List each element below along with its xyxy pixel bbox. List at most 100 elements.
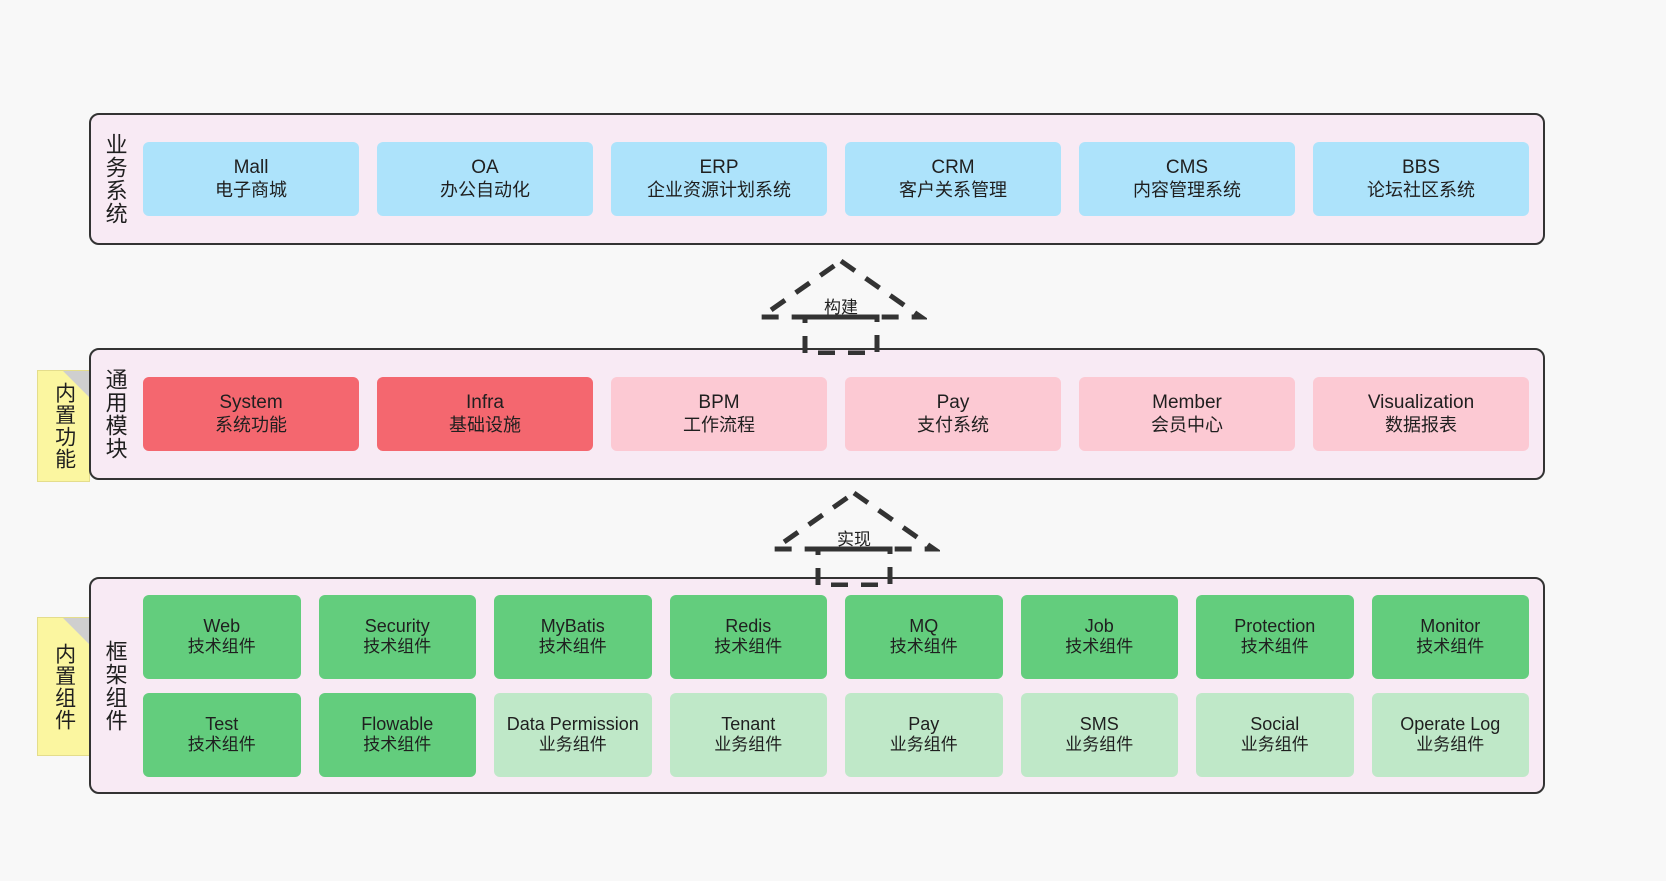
card-visualization[interactable]: Visualization 数据报表 [1313, 377, 1529, 451]
card-mq-desc: 技术组件 [889, 637, 958, 657]
card-bbs-desc: 论坛社区系统 [1367, 179, 1475, 200]
card-system-name: System [219, 391, 283, 413]
card-erp[interactable]: ERP 企业资源计划系统 [611, 142, 827, 216]
arrow-build-icon [753, 257, 929, 356]
card-flowable[interactable]: Flowable 技术组件 [318, 692, 476, 777]
card-flowable-desc: 技术组件 [363, 735, 432, 755]
card-mq[interactable]: MQ 技术组件 [845, 594, 1003, 679]
card-cms-name: CMS [1165, 156, 1209, 178]
card-member-desc: 会员中心 [1151, 414, 1223, 435]
card-pay-module-desc: 支付系统 [917, 414, 989, 435]
card-mybatis[interactable]: MyBatis 技术组件 [494, 594, 652, 679]
common-row-1: System 系统功能 Infra 基础设施 BPM 工作流程 Pay 支付系统… [143, 377, 1529, 451]
card-member[interactable]: Member 会员中心 [1079, 377, 1295, 451]
card-pay-component-desc: 业务组件 [889, 735, 958, 755]
card-bpm-name: BPM [698, 391, 740, 413]
card-redis[interactable]: Redis 技术组件 [669, 594, 827, 679]
card-operate-log-desc: 业务组件 [1416, 735, 1485, 755]
layer-business-systems: 业务系统 Mall 电子商城 OA 办公自动化 ERP 企业资源计划系统 CRM… [89, 113, 1545, 245]
card-tenant-desc: 业务组件 [714, 735, 783, 755]
card-redis-desc: 技术组件 [714, 637, 783, 657]
card-job[interactable]: Job 技术组件 [1020, 594, 1178, 679]
card-pay-module[interactable]: Pay 支付系统 [845, 377, 1061, 451]
card-protection[interactable]: Protection 技术组件 [1196, 594, 1354, 679]
card-security-desc: 技术组件 [363, 637, 432, 657]
card-social[interactable]: Social 业务组件 [1196, 692, 1354, 777]
card-test[interactable]: Test 技术组件 [143, 692, 301, 777]
card-tenant-name: Tenant [721, 713, 776, 734]
card-cms-desc: 内容管理系统 [1133, 179, 1241, 200]
layer-business-systems-body: Mall 电子商城 OA 办公自动化 ERP 企业资源计划系统 CRM 客户关系… [139, 115, 1543, 243]
card-erp-desc: 企业资源计划系统 [647, 179, 791, 200]
card-social-desc: 业务组件 [1240, 735, 1309, 755]
card-web[interactable]: Web 技术组件 [143, 594, 301, 679]
card-crm[interactable]: CRM 客户关系管理 [845, 142, 1061, 216]
card-test-name: Test [205, 713, 239, 734]
card-data-permission-name: Data Permission [506, 713, 639, 734]
card-bbs-name: BBS [1401, 156, 1441, 178]
card-redis-name: Redis [725, 615, 772, 636]
card-erp-name: ERP [699, 156, 739, 178]
layer-framework-components: 框架组件 Web 技术组件 Security 技术组件 MyBatis 技术组件… [89, 577, 1545, 794]
sticky-note-builtin-components: 内置组件 [37, 617, 90, 756]
card-test-desc: 技术组件 [187, 735, 256, 755]
card-operate-log-name: Operate Log [1400, 713, 1501, 734]
arrow-implement-icon [766, 489, 942, 588]
card-visualization-desc: 数据报表 [1385, 414, 1457, 435]
card-mall[interactable]: Mall 电子商城 [143, 142, 359, 216]
card-flowable-name: Flowable [361, 713, 434, 734]
card-operate-log[interactable]: Operate Log 业务组件 [1371, 692, 1529, 777]
card-data-permission-desc: 业务组件 [538, 735, 607, 755]
card-sms[interactable]: SMS 业务组件 [1020, 692, 1178, 777]
card-system-desc: 系统功能 [215, 414, 287, 435]
card-pay-module-name: Pay [936, 391, 970, 413]
card-visualization-name: Visualization [1367, 391, 1475, 413]
card-web-name: Web [203, 615, 241, 636]
card-security[interactable]: Security 技术组件 [318, 594, 476, 679]
card-infra-name: Infra [465, 391, 505, 413]
card-tenant[interactable]: Tenant 业务组件 [669, 692, 827, 777]
card-data-permission[interactable]: Data Permission 业务组件 [494, 692, 652, 777]
card-protection-desc: 技术组件 [1240, 637, 1309, 657]
card-member-name: Member [1152, 391, 1222, 413]
card-oa-name: OA [471, 156, 499, 178]
card-mybatis-name: MyBatis [540, 615, 605, 636]
business-row-1: Mall 电子商城 OA 办公自动化 ERP 企业资源计划系统 CRM 客户关系… [143, 142, 1529, 216]
card-mq-name: MQ [909, 615, 939, 636]
layer-framework-components-body: Web 技术组件 Security 技术组件 MyBatis 技术组件 Redi… [139, 579, 1543, 792]
card-monitor[interactable]: Monitor 技术组件 [1371, 594, 1529, 679]
card-cms[interactable]: CMS 内容管理系统 [1079, 142, 1295, 216]
card-oa-desc: 办公自动化 [440, 179, 530, 200]
card-crm-name: CRM [931, 156, 975, 178]
card-oa[interactable]: OA 办公自动化 [377, 142, 593, 216]
card-monitor-name: Monitor [1420, 615, 1481, 636]
framework-row-1: Web 技术组件 Security 技术组件 MyBatis 技术组件 Redi… [143, 594, 1529, 679]
card-infra-desc: 基础设施 [449, 414, 521, 435]
card-bpm[interactable]: BPM 工作流程 [611, 377, 827, 451]
layer-common-modules-title: 通用模块 [102, 368, 128, 460]
sticky-note-builtin-features: 内置功能 [37, 370, 90, 482]
card-pay-component[interactable]: Pay 业务组件 [845, 692, 1003, 777]
card-pay-component-name: Pay [908, 713, 940, 734]
layer-common-modules: 通用模块 System 系统功能 Infra 基础设施 BPM 工作流程 Pay… [89, 348, 1545, 480]
card-job-desc: 技术组件 [1065, 637, 1134, 657]
arrow-build: 构建 [753, 255, 929, 356]
card-bbs[interactable]: BBS 论坛社区系统 [1313, 142, 1529, 216]
card-monitor-desc: 技术组件 [1416, 637, 1485, 657]
card-sms-desc: 业务组件 [1065, 735, 1134, 755]
layer-framework-components-title: 框架组件 [102, 639, 128, 732]
layer-business-systems-title: 业务系统 [102, 133, 128, 225]
card-job-name: Job [1084, 615, 1114, 636]
card-mall-name: Mall [233, 156, 269, 178]
card-system[interactable]: System 系统功能 [143, 377, 359, 451]
card-crm-desc: 客户关系管理 [899, 179, 1007, 200]
card-sms-name: SMS [1079, 713, 1119, 734]
card-mall-desc: 电子商城 [215, 179, 287, 200]
card-infra[interactable]: Infra 基础设施 [377, 377, 593, 451]
framework-row-2: Test 技术组件 Flowable 技术组件 Data Permission … [143, 692, 1529, 777]
card-social-name: Social [1250, 713, 1300, 734]
layer-common-modules-body: System 系统功能 Infra 基础设施 BPM 工作流程 Pay 支付系统… [139, 350, 1543, 478]
card-security-name: Security [364, 615, 430, 636]
card-mybatis-desc: 技术组件 [538, 637, 607, 657]
